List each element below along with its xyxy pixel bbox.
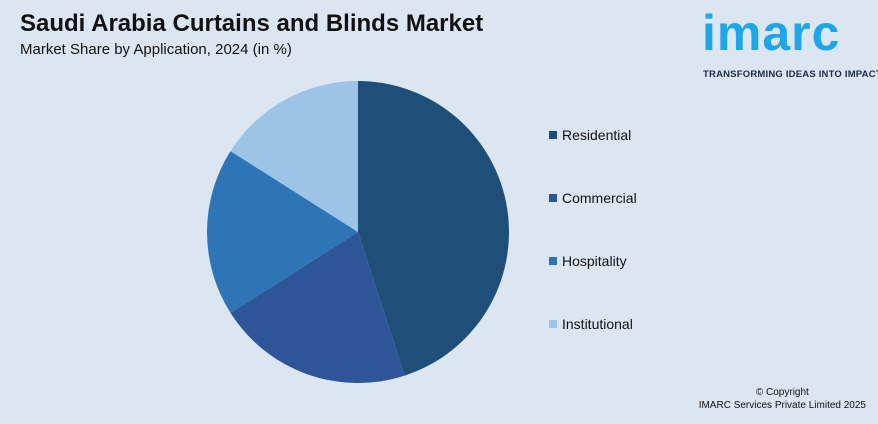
legend-swatch bbox=[549, 320, 557, 328]
legend-item-commercial: Commercial bbox=[549, 189, 637, 207]
copyright-notice: © Copyright IMARC Services Private Limit… bbox=[699, 386, 866, 412]
chart-title: Saudi Arabia Curtains and Blinds Market bbox=[20, 10, 484, 37]
logo-tagline: TRANSFORMING IDEAS INTO IMPACT bbox=[703, 69, 878, 80]
legend-item-residential: Residential bbox=[549, 126, 631, 144]
copyright-line-2: IMARC Services Private Limited 2025 bbox=[698, 400, 866, 411]
legend-item-institutional: Institutional bbox=[549, 315, 633, 333]
pie-slice-residential bbox=[358, 81, 509, 376]
logo-wordmark: imarc bbox=[702, 5, 841, 61]
legend-label: Institutional bbox=[562, 316, 633, 332]
legend-swatch bbox=[549, 131, 557, 139]
legend-label: Residential bbox=[562, 127, 632, 143]
chart-subtitle: Market Share by Application, 2024 (in %) bbox=[20, 41, 292, 58]
legend-swatch bbox=[549, 194, 557, 202]
imarc-logo: imarc TRANSFORMING IDEAS INTO IMPACT bbox=[700, 5, 878, 83]
legend-item-hospitality: Hospitality bbox=[549, 252, 627, 270]
legend-swatch bbox=[549, 257, 557, 265]
pie-slice-commercial bbox=[230, 232, 405, 383]
copyright-line-1: © Copyright bbox=[755, 387, 809, 398]
legend-label: Commercial bbox=[562, 190, 637, 206]
pie-slice-hospitality bbox=[207, 151, 358, 313]
legend-label: Hospitality bbox=[562, 253, 627, 269]
pie-slice-institutional bbox=[230, 81, 358, 232]
